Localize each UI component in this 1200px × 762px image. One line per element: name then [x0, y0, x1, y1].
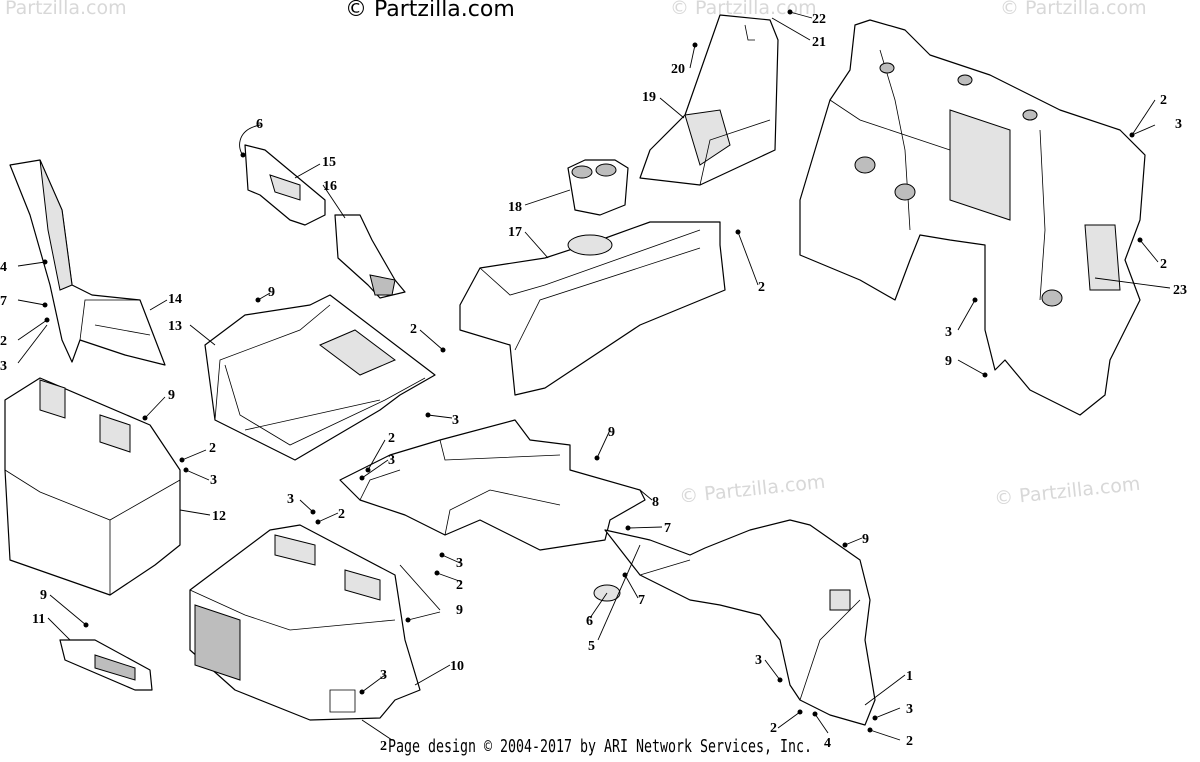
callout-2: 2	[388, 431, 395, 446]
callout-4: 4	[0, 260, 7, 275]
footer-copyright: Page design © 2004-2017 by ARI Network S…	[388, 736, 812, 757]
watermark-top: © Partzilla.com	[345, 0, 515, 22]
watermark: © Partzilla.com	[1000, 0, 1147, 19]
callout-15: 15	[322, 155, 336, 170]
callout-2: 2	[758, 280, 765, 295]
callout-2: 2	[1160, 93, 1167, 108]
part-rear-firewall	[799, 19, 1146, 416]
callout-6: 6	[256, 117, 263, 132]
callout-12: 12	[212, 509, 226, 524]
callout-3: 3	[388, 453, 395, 468]
part-17-console	[459, 221, 726, 396]
callout-2: 2	[0, 334, 7, 349]
watermark: © Partzilla.com	[678, 471, 826, 508]
callout-5: 5	[588, 639, 595, 654]
callout-labels: 4 7 2 3 14 13 6 15 16 9 9 2 3 12 2 3 2 3…	[0, 12, 1187, 754]
part-15-bracket	[244, 144, 326, 226]
callout-9: 9	[456, 603, 463, 618]
callout-21: 21	[812, 35, 826, 50]
watermark: © Partzilla.com	[0, 0, 127, 19]
leader-lines	[17, 11, 1171, 741]
part-1-right-panel	[593, 519, 876, 726]
callout-9: 9	[40, 588, 47, 603]
callout-9: 9	[168, 388, 175, 403]
callout-7: 7	[664, 521, 671, 536]
callout-23: 23	[1173, 283, 1187, 298]
callout-8: 8	[652, 495, 659, 510]
part-18-cup-holder	[567, 159, 629, 216]
callout-1: 1	[906, 669, 913, 684]
part-12-left-box	[4, 377, 181, 596]
callout-4: 4	[824, 736, 831, 751]
callout-3: 3	[456, 556, 463, 571]
callout-7: 7	[0, 294, 7, 309]
callout-2: 2	[380, 739, 387, 754]
callout-3: 3	[210, 473, 217, 488]
callout-9: 9	[945, 354, 952, 369]
part-8-floor-pan	[339, 419, 646, 551]
watermark: © Partzilla.com	[670, 0, 817, 19]
callout-11: 11	[32, 612, 45, 627]
callout-14: 14	[168, 292, 182, 307]
callout-3: 3	[1175, 117, 1182, 132]
callout-13: 13	[168, 319, 182, 334]
callout-18: 18	[508, 200, 522, 215]
part-16-bracket	[334, 214, 406, 299]
watermark: © Partzilla.com	[993, 473, 1141, 510]
callout-2: 2	[338, 507, 345, 522]
part-11-trim	[59, 639, 153, 691]
part-14-left-panel	[9, 159, 166, 366]
callout-2: 2	[209, 441, 216, 456]
callout-9: 9	[608, 425, 615, 440]
callout-2: 2	[770, 721, 777, 736]
callout-3: 3	[755, 653, 762, 668]
callout-7: 7	[638, 593, 645, 608]
part-13-floor-tray	[204, 294, 436, 461]
callout-19: 19	[642, 90, 656, 105]
callout-2: 2	[906, 734, 913, 749]
part-10-lower-box	[189, 524, 421, 721]
callout-9: 9	[268, 285, 275, 300]
callout-3: 3	[945, 325, 952, 340]
callout-2: 2	[456, 578, 463, 593]
part-19-tower	[639, 14, 779, 186]
callout-3: 3	[452, 413, 459, 428]
callout-3: 3	[287, 492, 294, 507]
callout-16: 16	[323, 179, 337, 194]
callout-17: 17	[508, 225, 522, 240]
callout-10: 10	[450, 659, 464, 674]
callout-22: 22	[812, 12, 826, 27]
callout-3: 3	[380, 668, 387, 683]
callout-2: 2	[410, 322, 417, 337]
callout-9: 9	[862, 532, 869, 547]
callout-6: 6	[586, 614, 593, 629]
callout-20: 20	[671, 62, 685, 77]
callout-2: 2	[1160, 257, 1167, 272]
callout-3: 3	[0, 359, 7, 374]
callout-3: 3	[906, 702, 913, 717]
